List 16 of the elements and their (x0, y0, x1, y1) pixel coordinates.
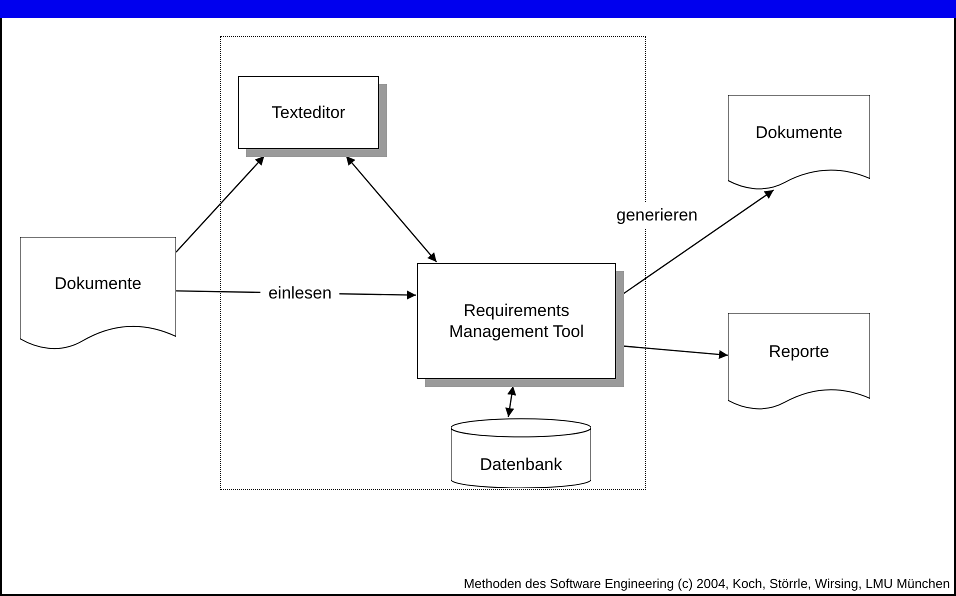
arrow (622, 189, 774, 294)
arrow (622, 345, 728, 359)
node-label: Texteditor (272, 102, 346, 124)
document-shape (728, 95, 870, 190)
node-label: Reporte (768, 340, 830, 362)
database-cylinder (451, 418, 591, 488)
arrow (505, 386, 516, 418)
arrow (176, 156, 265, 253)
node-label: Dokumente (756, 122, 842, 144)
document-shape (20, 237, 176, 350)
node-label: Datenbank (480, 454, 562, 476)
node-label: Requirements Management Tool (448, 300, 585, 342)
document-shape (728, 313, 870, 410)
caption: Methoden des Software Engineering (c) 2004, Koch, Störrle, Wirsing, LMU München (464, 574, 950, 593)
arrow (346, 156, 438, 262)
node-label: Dokumente (54, 272, 142, 294)
